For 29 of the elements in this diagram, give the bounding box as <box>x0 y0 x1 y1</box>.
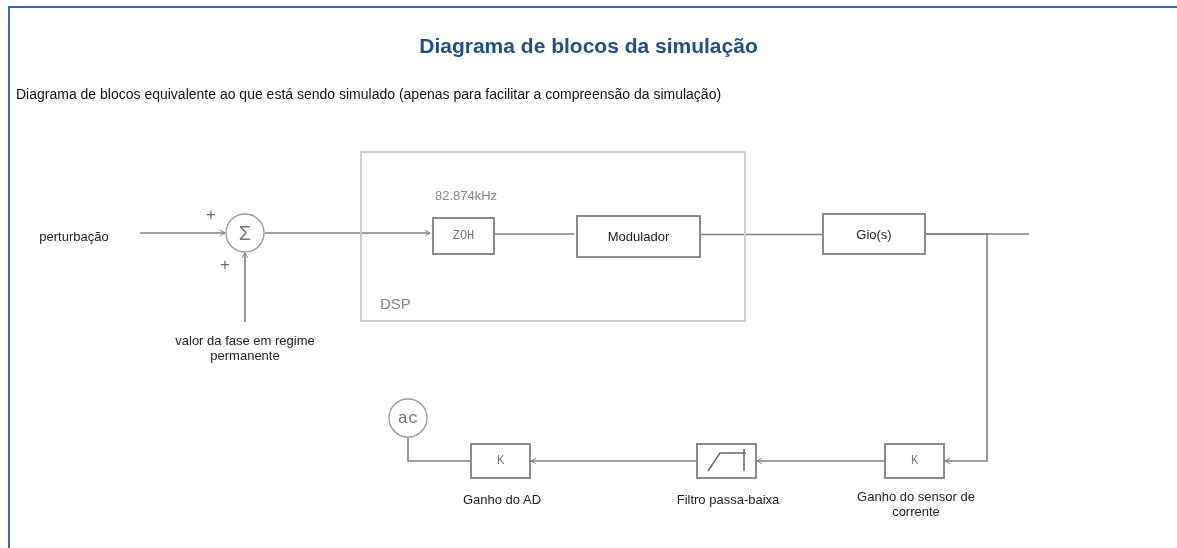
plus-sign: + <box>219 255 231 275</box>
modulator-block <box>576 215 701 258</box>
input-label: valor da fase em regime permanente <box>175 333 315 363</box>
block-label: Σ <box>238 221 252 245</box>
block-label: Gio(s) <box>856 226 892 242</box>
subtitle-note: Diagrama de blocos equivalente ao que está sendo simulado (apenas para facilitar a compreensão da simulação) <box>16 86 722 102</box>
block-caption: Ganho do AD <box>461 492 543 507</box>
block-label: K <box>910 454 919 468</box>
input-label: perturbação <box>39 228 109 244</box>
connector-line <box>756 457 885 465</box>
block-label: Modulador <box>607 229 670 244</box>
block-caption: Filtro passa-baixa <box>675 492 781 507</box>
block-caption: Ganho do sensor de corrente <box>856 489 976 519</box>
connector-line <box>530 457 697 465</box>
dsp-group-box <box>360 151 746 322</box>
ac-source-circle <box>388 398 428 438</box>
block-label: K <box>496 454 505 468</box>
connector-line <box>264 229 431 237</box>
plus-sign: + <box>205 205 217 225</box>
sample-rate-label: 82.874kHz <box>433 188 499 203</box>
connector-line <box>407 437 471 462</box>
transfer-function-block <box>822 213 926 255</box>
connector-line <box>925 233 988 465</box>
block-label: ac <box>397 408 419 428</box>
connector-line <box>241 252 249 323</box>
block-label: ZOH <box>452 229 475 243</box>
connector-line <box>139 229 226 237</box>
diagram-title: Diagrama de blocos da simulação <box>418 34 759 58</box>
group-label: DSP <box>380 295 411 312</box>
